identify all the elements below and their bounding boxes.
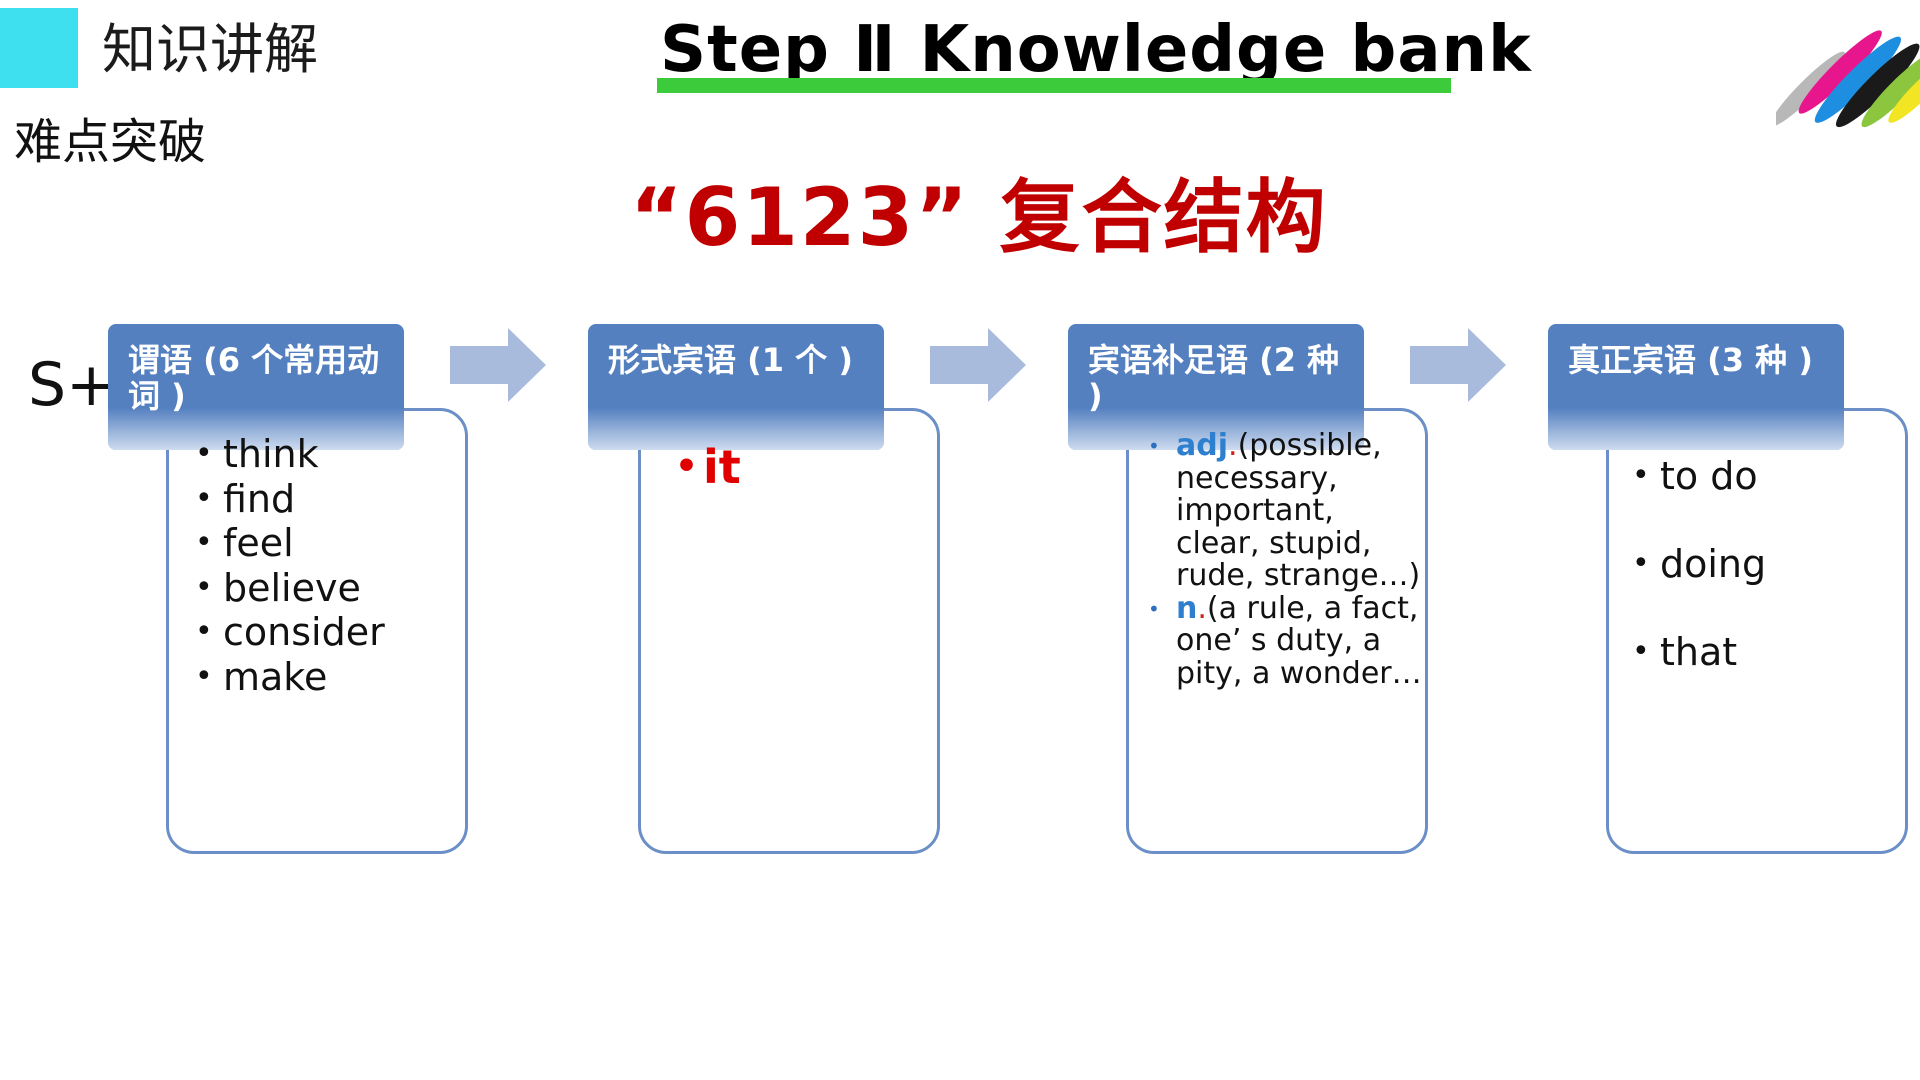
header-formal-object-label: 形式宾语 (1 个 ) — [608, 341, 853, 379]
step-heading: Step Ⅱ Knowledge bank — [660, 13, 1532, 87]
list-item: to do — [1632, 432, 1766, 520]
predicate-verb-list: think find feel believe consider make — [195, 432, 385, 699]
section-title: 知识讲解 — [102, 18, 318, 81]
keyword-n: n — [1176, 590, 1198, 626]
sub-title: 难点突破 — [14, 114, 207, 170]
arrow-right-icon — [1410, 328, 1506, 402]
header-real-object-label: 真正宾语 (3 种 ) — [1568, 341, 1813, 379]
list-item: it — [675, 440, 741, 494]
header-predicate-label: 谓语 (6 个常用动词 ) — [128, 341, 380, 415]
list-item: believe — [195, 566, 385, 611]
step-underline — [657, 78, 1451, 93]
list-item: consider — [195, 610, 385, 655]
real-object-list: to do doing that — [1632, 432, 1766, 696]
subject-label: S+ — [28, 350, 117, 420]
header-object-complement: 宾语补足语 (2 种 ) — [1068, 324, 1364, 450]
arrow-right-icon — [930, 328, 1026, 402]
keyword-adj: adj — [1176, 428, 1229, 463]
logo-stripes-icon — [1776, 30, 1920, 128]
list-item: feel — [195, 521, 385, 566]
list-item: think — [195, 432, 385, 477]
list-item: make — [195, 655, 385, 700]
header-formal-object: 形式宾语 (1 个 ) — [588, 324, 884, 450]
list-item: doing — [1632, 520, 1766, 608]
list-item: that — [1632, 608, 1766, 696]
corner-accent-square — [0, 8, 78, 88]
arrow-right-icon — [450, 328, 546, 402]
list-item: adj.(possible, necessary, important, cle… — [1148, 428, 1422, 593]
main-title: “6123” 复合结构 — [630, 171, 1328, 264]
formal-object-list: it — [675, 440, 741, 494]
list-item: find — [195, 477, 385, 522]
header-object-complement-label: 宾语补足语 (2 种 ) — [1088, 341, 1340, 415]
list-item: n.(a rule, a fact, one’ s duty, a pity, … — [1148, 590, 1422, 691]
object-complement-list: adj.(possible, necessary, important, cle… — [1148, 428, 1422, 691]
